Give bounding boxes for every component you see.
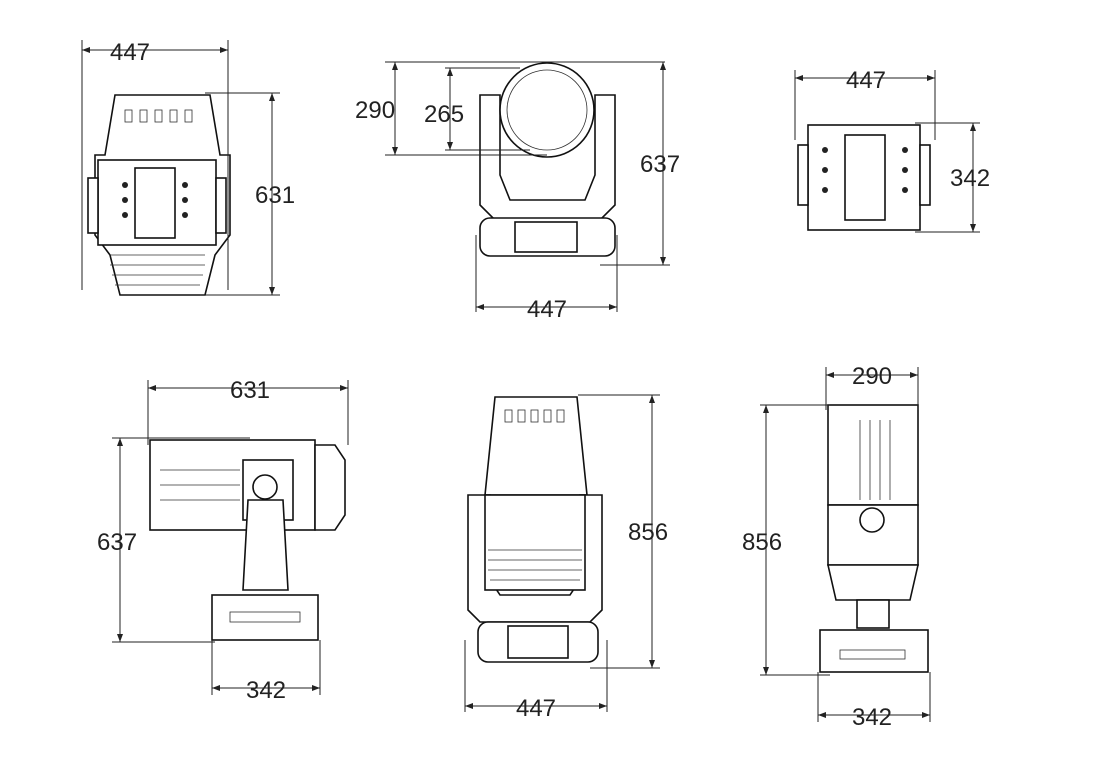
dim-height: 856: [628, 519, 668, 546]
dim-height: 637: [640, 151, 680, 178]
dim-length: 631: [230, 377, 270, 404]
view-front: 290 265 637 447: [355, 61, 680, 323]
view-front-upright: 856 447: [464, 394, 668, 722]
dim-head: 290: [852, 363, 892, 390]
view-top: 447 342: [794, 67, 990, 233]
dim-height: 631: [255, 182, 295, 209]
dim-height: 637: [97, 529, 137, 556]
dim-height: 856: [742, 529, 782, 556]
dim-width: 447: [527, 296, 567, 323]
dim-base: 342: [246, 677, 286, 704]
dim-base: 342: [852, 704, 892, 731]
dim-head-inner: 265: [424, 101, 464, 128]
dim-width: 447: [516, 695, 556, 722]
view-front-tilted: 447 631: [81, 39, 295, 296]
dim-width: 447: [110, 39, 150, 66]
view-side-upright: 290 856 342: [742, 363, 931, 731]
dim-depth: 342: [950, 165, 990, 192]
dim-head-outer: 290: [355, 97, 395, 124]
dim-width: 447: [846, 67, 886, 94]
view-side-horizontal: 631 637 342: [97, 377, 349, 704]
